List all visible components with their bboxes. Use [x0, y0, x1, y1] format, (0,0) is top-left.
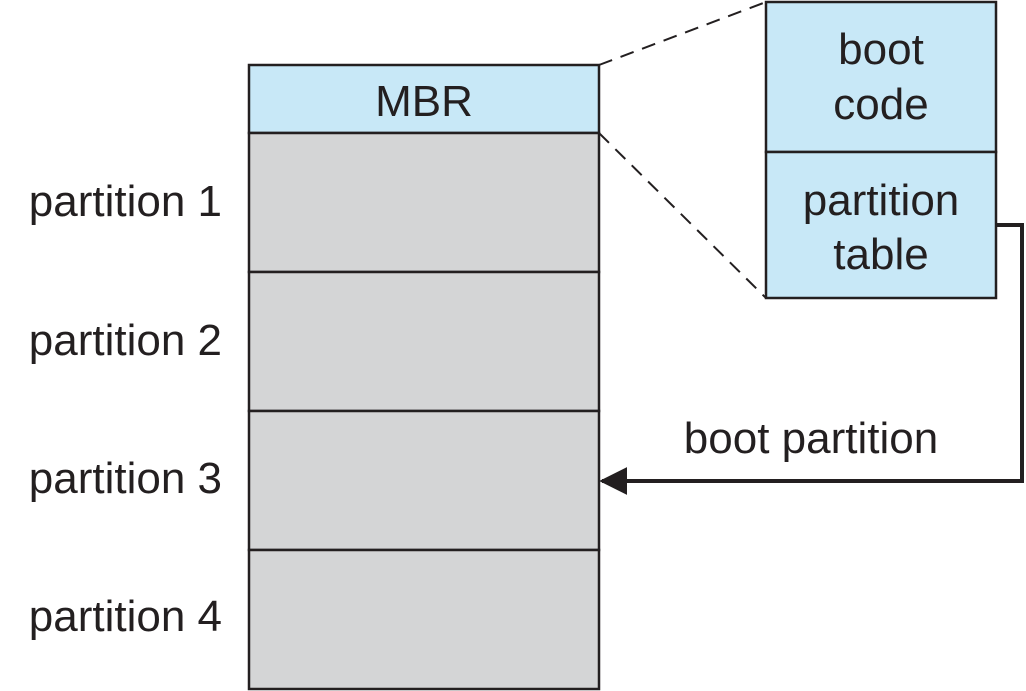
zoom-line-top: [598, 1, 767, 66]
partition-block-2: [247, 270, 601, 413]
partition-label-1: partition 1: [29, 177, 222, 226]
partition-label-4: partition 4: [29, 592, 222, 641]
partition-table-label-line-1: partition: [803, 176, 960, 225]
mbr-label: MBR: [375, 77, 473, 126]
boot-partition-label: boot partition: [684, 414, 938, 463]
partition-label-3: partition 3: [29, 454, 222, 503]
mbr-detail: boot code partition table: [764, 0, 998, 300]
boot-code-label-line-2: code: [833, 80, 928, 129]
partition-block-4: [247, 548, 601, 691]
boot-code-block: [764, 0, 998, 154]
partition-table-label-line-2: table: [833, 230, 928, 279]
partition-block-1: [247, 131, 601, 274]
partition-block-3: [247, 409, 601, 552]
mbr-block: [247, 63, 601, 135]
boot-code-label-line-1: boot: [838, 25, 924, 74]
disk-layout: MBR: [247, 63, 601, 691]
partition-table-block: [764, 150, 998, 300]
partition-labels: partition 1 partition 2 partition 3 part…: [29, 177, 222, 641]
zoom-line-bottom: [598, 132, 767, 299]
partition-label-2: partition 2: [29, 316, 222, 365]
boot-partition-arrow: [599, 223, 1024, 495]
